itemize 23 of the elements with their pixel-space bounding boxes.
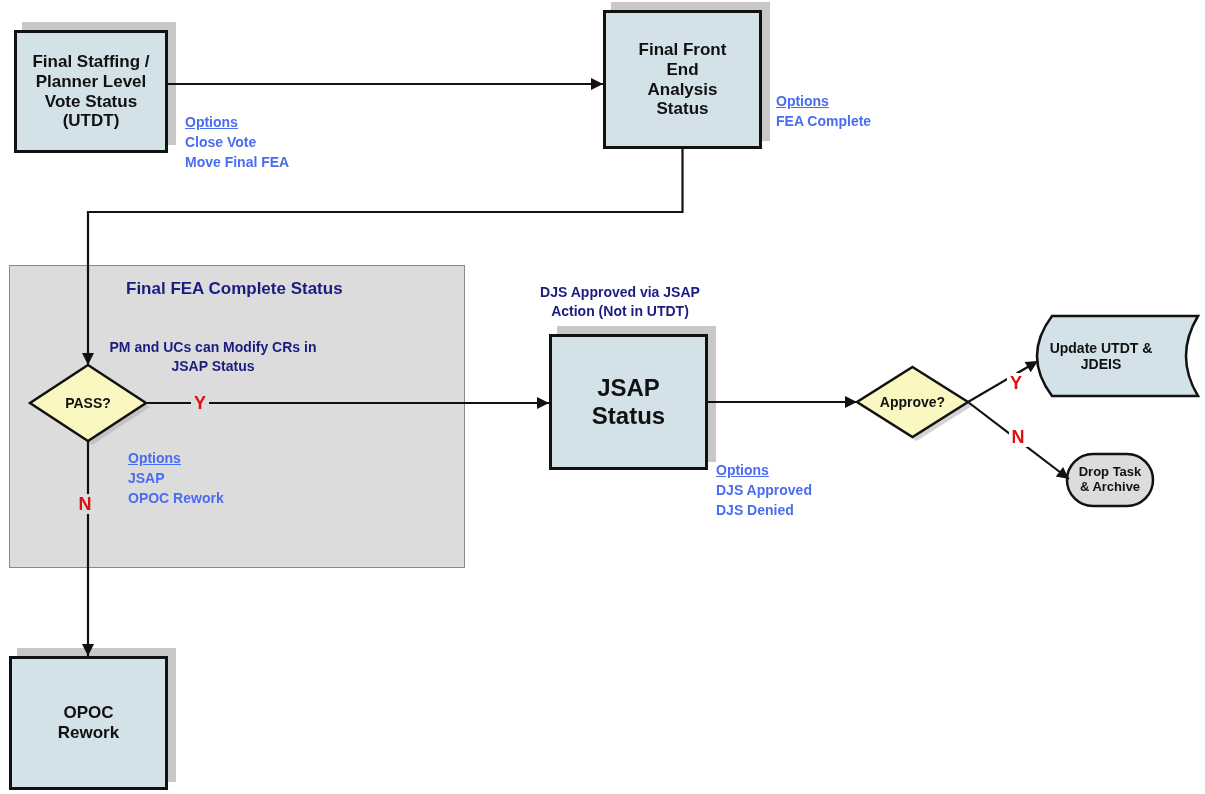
arrow	[967, 360, 1039, 403]
arrow	[146, 397, 549, 409]
arrow	[82, 441, 94, 656]
arrow	[168, 78, 603, 90]
option-text: DJS Denied	[716, 501, 794, 520]
edge-label: N	[1008, 427, 1028, 447]
option-text: DJS Approved	[716, 481, 812, 500]
option-text: OPOC Rework	[128, 489, 224, 508]
arrow	[967, 401, 1070, 480]
arrow	[82, 149, 684, 365]
option-text: Close Vote	[185, 133, 257, 152]
option-text: JSAP	[128, 469, 165, 488]
arrow	[708, 396, 857, 408]
options-heading: Options	[776, 92, 829, 111]
option-text: FEA Complete	[776, 112, 872, 131]
option-text: Move Final FEA	[185, 153, 290, 172]
options-heading: Options	[716, 461, 769, 480]
note-text: DJS Approved via JSAP Action (Not in UTDT)	[539, 283, 701, 321]
region-heading: Final FEA Complete Status	[126, 279, 343, 299]
terminator-shape: Drop Task & Archive	[1066, 453, 1154, 507]
status-region	[9, 265, 465, 568]
options-heading: Options	[185, 113, 238, 132]
options-heading: Options	[128, 449, 181, 468]
